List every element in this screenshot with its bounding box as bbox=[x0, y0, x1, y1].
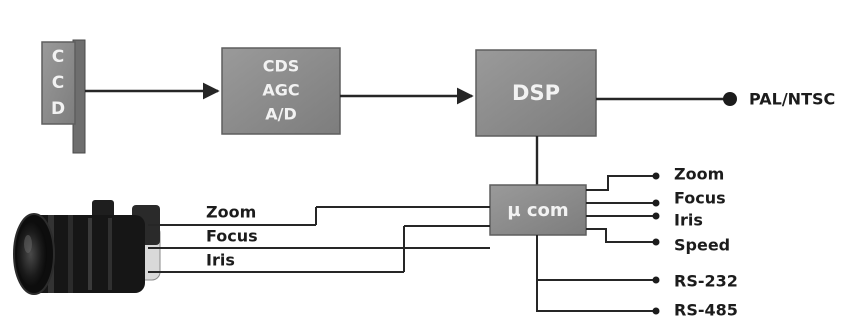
lens-focus-label: Focus bbox=[206, 227, 258, 246]
ucom-output-lines bbox=[536, 172, 660, 315]
ucom-block: µ com bbox=[489, 184, 587, 236]
ccd-letter: D bbox=[51, 99, 65, 119]
ad-label: A/D bbox=[265, 105, 297, 124]
dsp-label: DSP bbox=[512, 81, 560, 105]
cds-label: CDS bbox=[263, 57, 300, 76]
speed-out-line bbox=[586, 228, 656, 243]
rs485-out-dot bbox=[652, 307, 660, 315]
pal-ntsc-label: PAL/NTSC bbox=[749, 90, 835, 109]
ccd-letter: C bbox=[52, 73, 64, 93]
ucom-label: µ com bbox=[507, 200, 568, 221]
rs232-out-dot bbox=[652, 276, 660, 284]
ccd-sensor: C C D bbox=[41, 39, 86, 154]
focus-out-dot bbox=[652, 199, 660, 207]
out-speed-label: Speed bbox=[674, 236, 730, 255]
dsp-block: DSP bbox=[475, 49, 597, 137]
ccd-letter: C bbox=[52, 47, 64, 67]
out-focus-label: Focus bbox=[674, 189, 726, 208]
output-terminal-dot bbox=[723, 92, 737, 106]
out-rs232-label: RS-232 bbox=[674, 272, 738, 291]
agc-label: AGC bbox=[262, 81, 299, 100]
out-rs485-label: RS-485 bbox=[674, 301, 738, 320]
iris-out-dot bbox=[652, 212, 660, 220]
lens-iris-label: Iris bbox=[206, 251, 235, 270]
lens-control-lines bbox=[148, 206, 490, 273]
out-zoom-label: Zoom bbox=[674, 165, 724, 184]
camera-lens-image bbox=[13, 200, 161, 295]
lens-zoom-label: Zoom bbox=[206, 203, 256, 222]
rs-bus-line bbox=[536, 235, 656, 312]
zoom-out-line bbox=[586, 175, 656, 191]
zoom-out-dot bbox=[652, 172, 660, 180]
speed-out-dot bbox=[652, 238, 660, 246]
out-iris-label: Iris bbox=[674, 211, 703, 230]
cds-agc-ad-block: CDS AGC A/D bbox=[221, 47, 341, 135]
